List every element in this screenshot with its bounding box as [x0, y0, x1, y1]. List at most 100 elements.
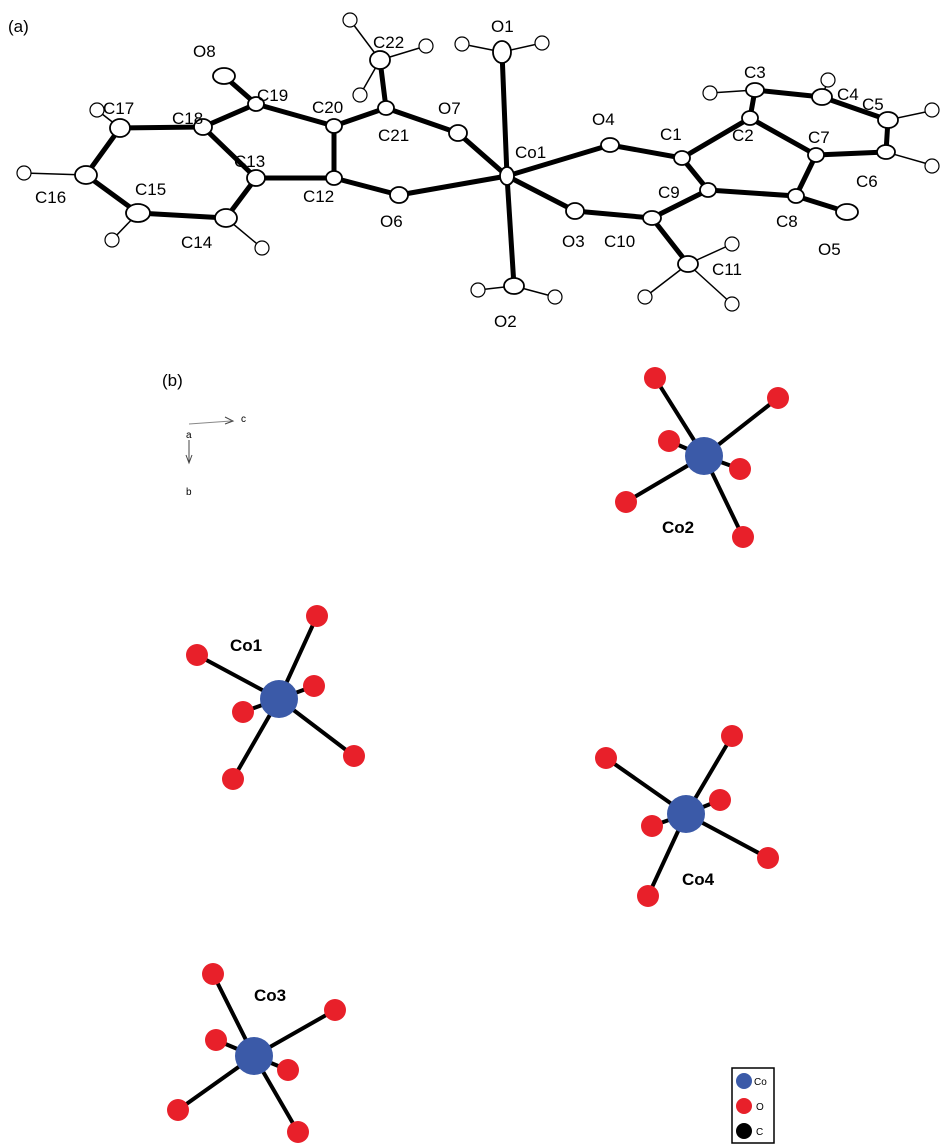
oxygen-atom	[324, 999, 346, 1021]
bond-c2-c7	[747, 115, 819, 158]
heavy-atoms	[74, 40, 899, 295]
co3-octahedron: Co3	[167, 963, 346, 1143]
c13-atom	[246, 169, 266, 187]
atom-label-c22: C22	[373, 33, 404, 52]
panel-b: (b) a b c	[162, 367, 789, 1144]
co1-octahedron: Co1	[186, 605, 365, 790]
bond-c1-c2	[679, 115, 753, 161]
c20-atom	[325, 118, 343, 134]
atom-label-o4: O4	[592, 110, 615, 129]
bond-o4-c1	[607, 142, 685, 161]
o6-atom	[389, 186, 409, 204]
c9-atom	[699, 182, 717, 198]
hydrogen-atom	[470, 282, 486, 298]
oxygen-atom	[343, 745, 365, 767]
bond-c17-c18	[117, 124, 206, 131]
oxygen-atom	[721, 725, 743, 747]
atom-label-o5: O5	[818, 240, 841, 259]
bond-c3-c4	[752, 87, 825, 100]
panel-a-label: (a)	[8, 17, 29, 36]
atom-label-c2: C2	[732, 126, 754, 145]
atom-label-c1: C1	[660, 125, 682, 144]
co3-label: Co3	[254, 986, 286, 1005]
o8-atom	[212, 67, 236, 85]
bond-co1-o3	[504, 173, 578, 214]
o5-atom	[835, 203, 859, 221]
oxygen-atom	[287, 1121, 309, 1143]
oxygen-atom	[205, 1029, 227, 1051]
o1-atom	[492, 40, 512, 64]
hydrogen-atom	[547, 289, 563, 305]
hydrogen-atom	[820, 72, 836, 88]
atom-label-c6: C6	[856, 172, 878, 191]
axis-label-a: a	[186, 430, 192, 441]
bond-c12-o6	[331, 175, 402, 198]
atom-label-c9: C9	[658, 183, 680, 202]
hydrogen-bonds	[23, 19, 936, 305]
c3-atom	[745, 82, 765, 98]
oxygen-atom	[732, 526, 754, 548]
legend-label-c: C	[756, 1127, 763, 1138]
o4-atom	[600, 137, 620, 153]
c2-atom	[741, 110, 759, 126]
oxygen-atom	[637, 885, 659, 907]
o2-atom	[503, 277, 525, 295]
c18-atom	[193, 118, 213, 136]
hydrogen-atom	[637, 289, 653, 305]
c4-atom	[811, 88, 833, 106]
co1-label: Co1	[230, 636, 262, 655]
atom-label-o8: O8	[193, 42, 216, 61]
cobalt-atom	[260, 680, 298, 718]
cobalt-atom	[667, 795, 705, 833]
atom-label-c4: C4	[837, 85, 859, 104]
c-axis-arrow	[188, 420, 232, 425]
panel-a: (a)	[8, 12, 940, 331]
hydrogen-atom	[724, 236, 740, 252]
bond-o7-c21	[383, 105, 461, 136]
oxygen-atom	[641, 815, 663, 837]
bond-c10-c9	[649, 187, 711, 221]
c11-atom	[677, 255, 699, 273]
legend-swatch-co	[736, 1073, 752, 1089]
bond-c11-h2	[687, 263, 733, 305]
panel-b-label: (b)	[162, 371, 183, 390]
atom-label-o3: O3	[562, 232, 585, 251]
bond-co1-o4	[504, 142, 613, 179]
hydrogen-atom	[418, 38, 434, 54]
legend-swatch-o	[736, 1098, 752, 1114]
atom-label-c18: C18	[172, 109, 203, 128]
oxygen-atom	[757, 847, 779, 869]
c10-atom	[642, 210, 662, 226]
bond-co1-o2	[504, 173, 517, 289]
atom-label-c21: C21	[378, 126, 409, 145]
bond-c9-c8	[705, 187, 799, 199]
c17-atom	[109, 118, 131, 138]
atom-label-c8: C8	[776, 212, 798, 231]
atom-label-co1: Co1	[515, 143, 546, 162]
oxygen-atom	[615, 491, 637, 513]
hydrogen-atom	[352, 87, 368, 103]
bond-c20-c19	[253, 101, 337, 129]
oxygen-atom	[595, 747, 617, 769]
c8-atom	[787, 188, 805, 204]
bond-o3-c10	[572, 208, 655, 221]
cobalt-atom	[235, 1037, 273, 1075]
legend-label-o: O	[756, 1102, 764, 1113]
c15-atom	[125, 203, 151, 223]
oxygen-atom	[232, 701, 254, 723]
co2-label: Co2	[662, 518, 694, 537]
oxygen-atom	[202, 963, 224, 985]
atom-label-o2: O2	[494, 312, 517, 331]
c7-atom	[807, 147, 825, 163]
bond-c21-c20	[331, 105, 389, 129]
hydrogen-atom	[924, 158, 940, 174]
oxygen-atom	[767, 387, 789, 409]
co1-atom	[499, 166, 515, 186]
hydrogen-atom	[16, 165, 32, 181]
b-axis-arrowhead	[185, 454, 193, 465]
c22-atom	[369, 50, 391, 70]
bond-c13-c18	[200, 124, 259, 181]
legend: Co O C	[731, 1067, 775, 1144]
hydrogen-atom	[702, 85, 718, 101]
oxygen-atom	[658, 430, 680, 452]
